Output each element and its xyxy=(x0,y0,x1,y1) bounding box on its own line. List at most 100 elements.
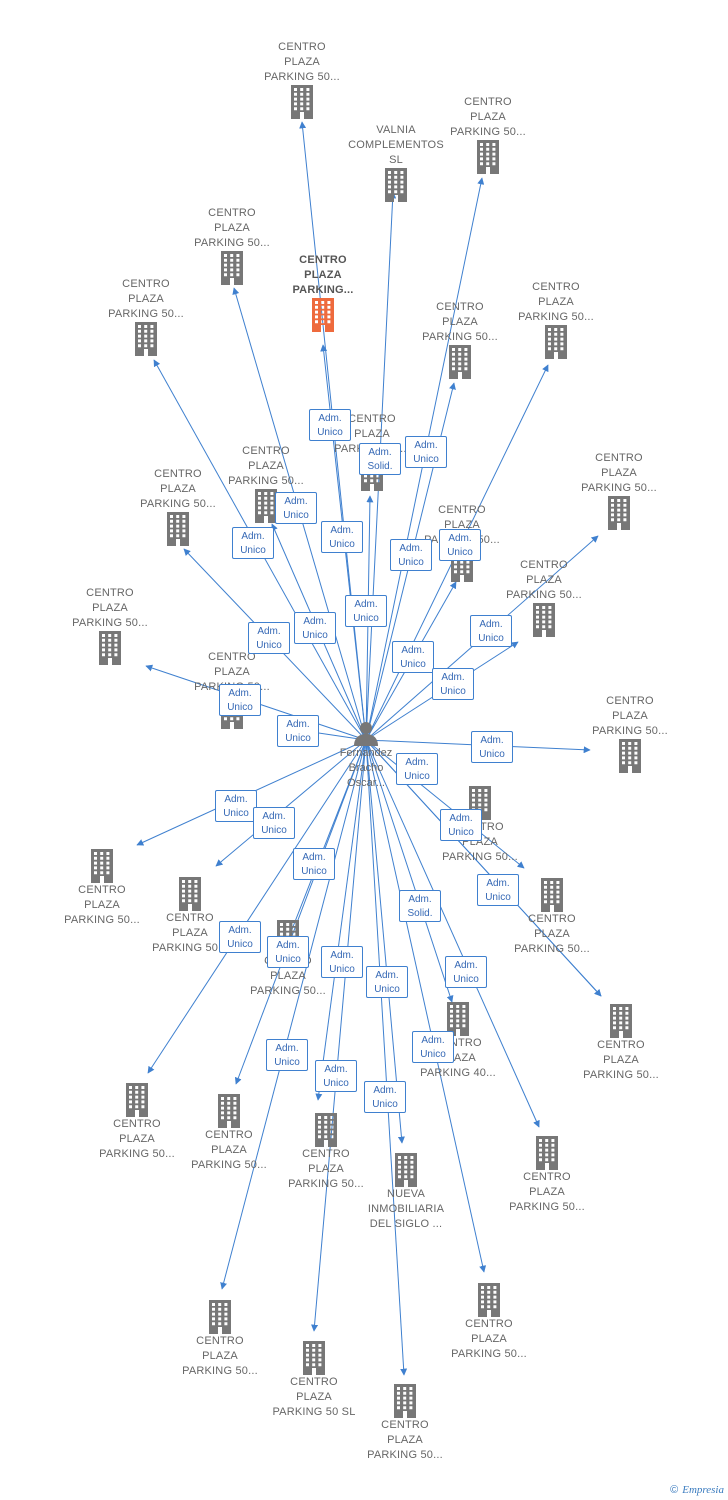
role-label[interactable]: Adm.Unico xyxy=(277,715,319,747)
building-icon xyxy=(608,496,630,530)
company-name-line: CENTRO xyxy=(242,445,290,457)
company-name-line: PARKING 50... xyxy=(228,475,304,487)
role-label[interactable]: Adm.Solid. xyxy=(359,443,401,475)
role-label[interactable]: Adm.Unico xyxy=(315,1060,357,1092)
company-name-line: CENTRO xyxy=(597,1039,645,1051)
role-label[interactable]: Adm.Unico xyxy=(345,595,387,627)
role-label[interactable]: Adm.Unico xyxy=(390,539,432,571)
role-text: Unico xyxy=(223,808,249,819)
relation-edge xyxy=(365,739,487,1273)
role-label[interactable]: Adm.Unico xyxy=(432,668,474,700)
company-name-line: PLAZA xyxy=(270,970,306,982)
building-icon xyxy=(312,298,334,332)
role-label[interactable]: Adm.Unico xyxy=(309,409,351,441)
company-name-line: CENTRO xyxy=(78,884,126,896)
role-label[interactable]: Adm.Unico xyxy=(366,966,408,998)
role-label[interactable]: Adm.Unico xyxy=(293,848,335,880)
company-name-line: DEL SIGLO ... xyxy=(369,1218,443,1230)
building-icon xyxy=(451,548,473,582)
role-label[interactable]: Adm.Solid. xyxy=(399,890,441,922)
role-label[interactable]: Adm.Unico xyxy=(253,807,295,839)
role-label[interactable]: Adm.Unico xyxy=(396,753,438,785)
role-label[interactable]: Adm.Unico xyxy=(294,612,336,644)
role-text: Unico xyxy=(283,510,309,521)
role-label[interactable]: Adm.Unico xyxy=(219,921,261,953)
role-label[interactable]: Adm.Unico xyxy=(477,874,519,906)
role-label[interactable]: Adm.Unico xyxy=(470,615,512,647)
role-label[interactable]: Adm.Unico xyxy=(364,1081,406,1113)
relation-edge xyxy=(311,739,367,1332)
brand-footer[interactable]: ©Empresia xyxy=(670,1484,724,1496)
company-name-line: PLAZA xyxy=(211,1144,247,1156)
role-label[interactable]: Adm.Unico xyxy=(471,731,513,763)
role-label[interactable]: Adm.Unico xyxy=(405,436,447,468)
role-text: Unico xyxy=(485,892,511,903)
role-label[interactable]: Adm.Unico xyxy=(439,529,481,561)
company-name-line: CENTRO xyxy=(205,1129,253,1141)
company-name-line: PLAZA xyxy=(612,710,648,722)
role-label[interactable]: Adm.Unico xyxy=(219,684,261,716)
role-text: Unico xyxy=(478,633,504,644)
role-label[interactable]: Adm.Unico xyxy=(392,641,434,673)
role-text: Unico xyxy=(404,771,430,782)
company-name-line: CENTRO xyxy=(606,695,654,707)
role-label[interactable]: Adm.Unico xyxy=(412,1031,454,1063)
role-text: Adm. xyxy=(286,719,310,730)
company-name-line: CENTRO xyxy=(595,452,643,464)
company-name-line: CENTRO xyxy=(86,587,134,599)
company-name-line: PLAZA xyxy=(214,222,250,234)
building-icon xyxy=(91,849,113,883)
role-label[interactable]: Adm.Unico xyxy=(232,527,274,559)
role-label[interactable]: Adm.Unico xyxy=(266,1039,308,1071)
role-text: Unico xyxy=(302,630,328,641)
role-text: Adm. xyxy=(228,688,252,699)
role-label[interactable]: Adm.Unico xyxy=(321,946,363,978)
relation-edge xyxy=(365,739,405,1144)
company-name-line: PARKING 50... xyxy=(367,1449,443,1461)
role-label[interactable]: Adm.Unico xyxy=(440,809,482,841)
role-text: Unico xyxy=(240,545,266,556)
role-label[interactable]: Adm.Unico xyxy=(215,790,257,822)
role-label[interactable]: Adm.Unico xyxy=(248,622,290,654)
company-name-line: INMOBILIARIA xyxy=(367,1203,445,1215)
role-text: Unico xyxy=(301,866,327,877)
role-text: Unico xyxy=(374,984,400,995)
role-text: Unico xyxy=(453,974,479,985)
role-label[interactable]: Adm.Unico xyxy=(445,956,487,988)
role-label[interactable]: Adm.Unico xyxy=(321,521,363,553)
role-label[interactable]: Adm.Unico xyxy=(267,936,309,968)
role-label[interactable]: Adm.Unico xyxy=(275,492,317,524)
company-name-line: PLAZA xyxy=(601,467,637,479)
